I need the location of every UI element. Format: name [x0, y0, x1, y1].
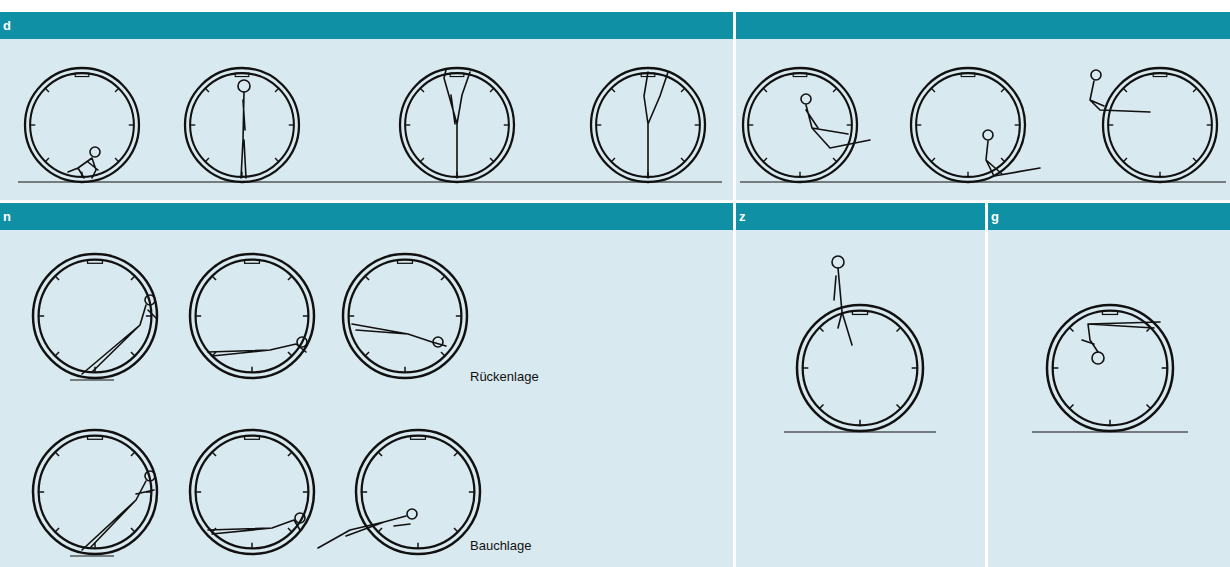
header-bar	[736, 12, 1230, 39]
panel-band: d	[0, 12, 733, 200]
wheel	[33, 254, 157, 378]
ground-line	[18, 181, 722, 182]
ground-line	[1032, 431, 1188, 432]
position-label: Bauchlage	[470, 538, 531, 553]
wheel	[591, 68, 705, 182]
gymnast-figure	[801, 94, 870, 148]
wheel	[400, 68, 514, 182]
panel-band: z	[736, 203, 985, 567]
ground-line	[70, 379, 114, 380]
header-bar: z	[736, 203, 985, 230]
gymnast-figure	[82, 295, 156, 374]
figures	[68, 70, 1160, 550]
wheel	[1047, 305, 1173, 431]
ground-line	[740, 181, 1226, 182]
wheel	[343, 254, 467, 378]
ground-line	[784, 431, 936, 432]
wheel	[190, 430, 314, 554]
header-bar: d	[0, 12, 733, 39]
gymnast-figure	[68, 147, 100, 178]
gymnast-figure	[1090, 70, 1150, 112]
gymnast-figure	[644, 72, 668, 178]
gymnast-figure	[238, 80, 250, 178]
wheel	[190, 254, 314, 378]
ground-lines	[18, 182, 1226, 556]
wheel	[25, 68, 139, 182]
header-bar: g	[988, 203, 1230, 230]
gymnast-figure	[318, 509, 417, 548]
panel-band: nRückenlageBauchlage	[0, 203, 733, 567]
wheel	[33, 430, 157, 554]
wheel	[185, 68, 299, 182]
wheels	[25, 68, 1217, 554]
gymnast-figure	[983, 130, 1040, 176]
position-label: Rückenlage	[470, 369, 539, 384]
wheel	[797, 305, 923, 431]
header-bar: n	[0, 203, 733, 230]
gymnast-figure	[1082, 322, 1160, 364]
gymnast-figure	[82, 471, 155, 550]
ground-line	[70, 555, 114, 556]
gymnast-figure	[208, 337, 307, 356]
wheel	[1103, 68, 1217, 182]
gymnast-figure	[444, 70, 470, 178]
wheel	[911, 68, 1025, 182]
panel	[736, 12, 1230, 200]
panel-band: g	[988, 203, 1230, 567]
wheel	[356, 430, 480, 554]
gymnast-figure	[352, 324, 446, 347]
gymnast-figure	[208, 513, 305, 534]
wheel	[743, 68, 857, 182]
gymnast-figure	[832, 256, 852, 345]
